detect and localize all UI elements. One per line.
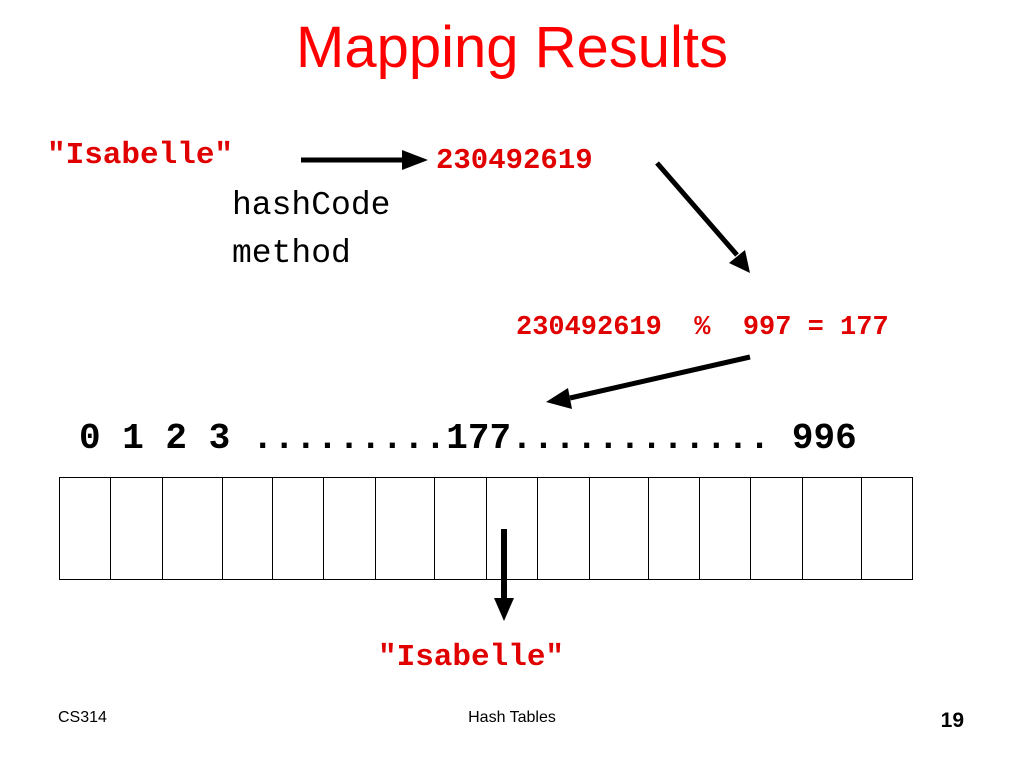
table-cell xyxy=(111,478,163,579)
stored-key-text: "Isabelle" xyxy=(378,640,565,675)
arrow-key-to-hash xyxy=(301,150,428,170)
table-cell xyxy=(751,478,804,579)
table-cell xyxy=(803,478,863,579)
arrow-hash-to-mod xyxy=(655,161,750,273)
table-cell xyxy=(590,478,649,579)
table-cell xyxy=(273,478,325,579)
method-label-line2: method xyxy=(232,235,351,272)
table-cell xyxy=(538,478,590,579)
table-cell xyxy=(60,478,111,579)
table-cell xyxy=(324,478,377,579)
input-key-text: "Isabelle" xyxy=(47,138,234,173)
method-label-line1: hashCode xyxy=(232,187,391,224)
table-cell xyxy=(376,478,436,579)
footer-page-number: 19 xyxy=(940,709,964,732)
slide-title: Mapping Results xyxy=(296,15,728,80)
array-index-labels: 0 1 2 3 .........177............ 996 xyxy=(79,418,857,459)
hash-code-value: 230492619 xyxy=(436,144,593,177)
table-cell xyxy=(163,478,223,579)
table-cell xyxy=(862,478,912,579)
table-cell xyxy=(223,478,274,579)
modulus-expression: 230492619 % 997 = 177 xyxy=(516,313,889,343)
table-cell xyxy=(649,478,701,579)
table-cell-177 xyxy=(487,478,538,579)
table-cell xyxy=(700,478,752,579)
table-cell xyxy=(435,478,487,579)
hash-table-array xyxy=(59,477,913,580)
arrow-mod-to-index xyxy=(546,354,751,409)
footer-topic: Hash Tables xyxy=(468,709,556,726)
footer-course: CS314 xyxy=(58,709,107,726)
